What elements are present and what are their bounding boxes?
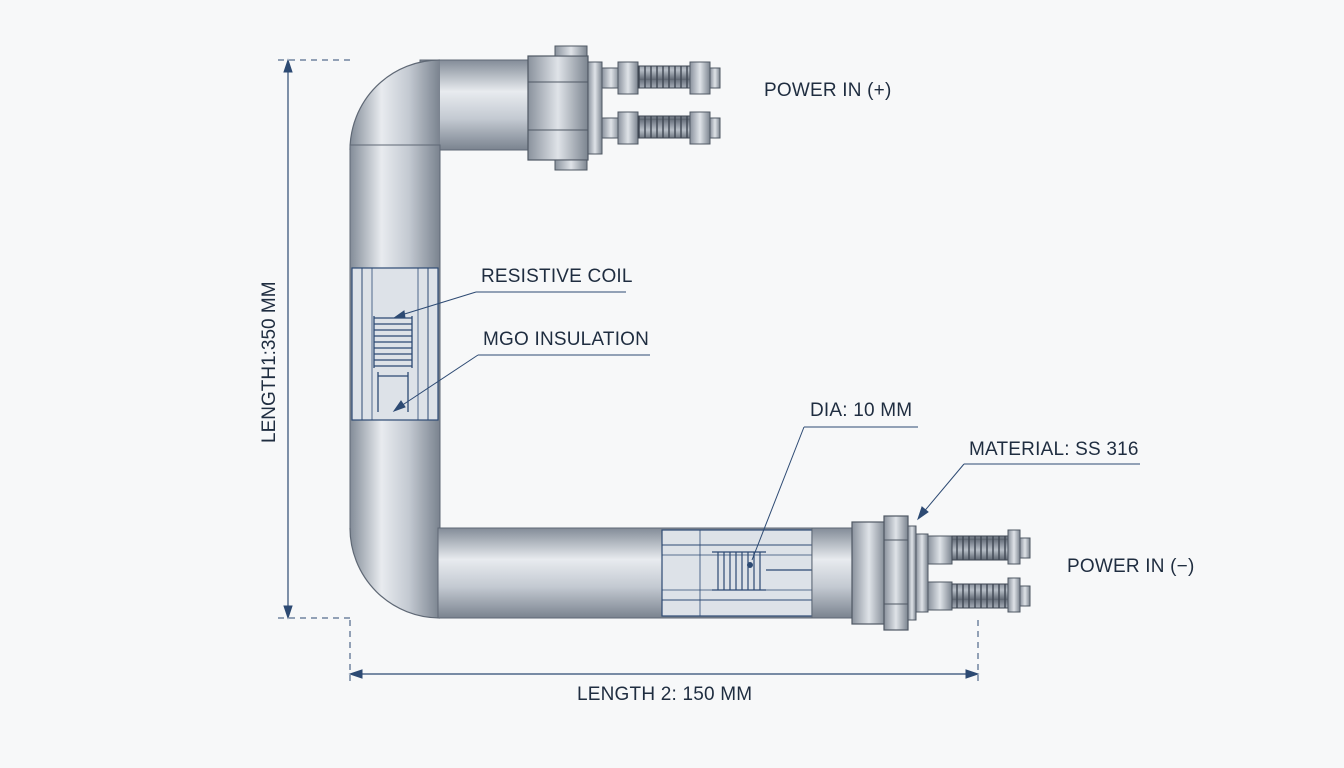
label-mgo-insulation: MGO INSULATION bbox=[483, 329, 650, 350]
cutaway-vertical bbox=[351, 267, 439, 421]
leader-dia bbox=[747, 426, 918, 568]
label-material: MATERIAL: SS 316 bbox=[969, 439, 1139, 460]
heater-tube bbox=[349, 59, 854, 619]
label-power-in-negative: POWER IN (−) bbox=[1067, 556, 1195, 577]
leader-resistive-coil bbox=[392, 291, 626, 319]
dimension-length2 bbox=[348, 620, 980, 682]
label-length2: LENGTH 2: 150 MM bbox=[577, 684, 753, 705]
dimension-length1 bbox=[278, 58, 350, 620]
leader-material bbox=[917, 463, 1140, 521]
leader-mgo-insulation bbox=[392, 354, 650, 413]
label-power-in-positive: POWER IN (+) bbox=[764, 80, 892, 101]
cutaway-horizontal bbox=[661, 527, 878, 619]
label-resistive-coil: RESISTIVE COIL bbox=[481, 266, 633, 287]
label-length1: LENGTH1:350 MM bbox=[259, 281, 280, 443]
coil-vertical bbox=[373, 316, 413, 412]
label-dia: DIA: 10 MM bbox=[810, 400, 913, 421]
top-terminal bbox=[527, 45, 721, 171]
bottom-terminal bbox=[851, 515, 1031, 631]
